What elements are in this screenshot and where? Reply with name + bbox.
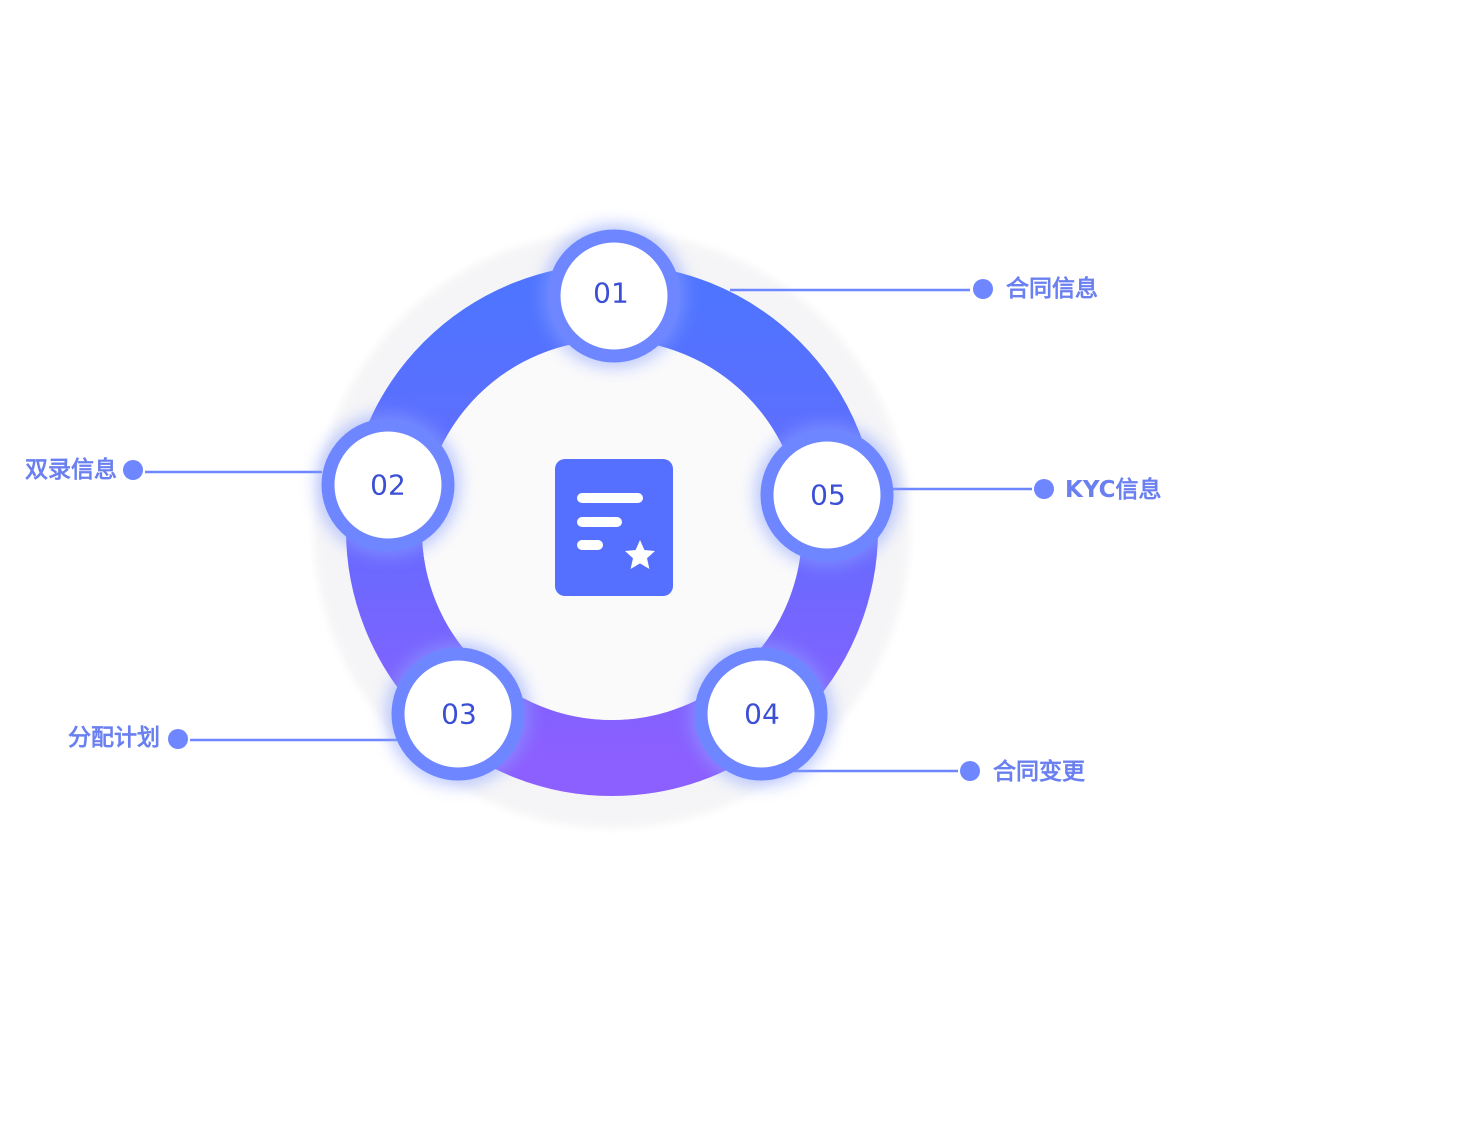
node-02[interactable]: 02 bbox=[316, 413, 460, 557]
document-star-icon bbox=[555, 459, 673, 596]
connector-dot-04 bbox=[960, 761, 980, 781]
connector-dot-02 bbox=[123, 460, 143, 480]
node-03[interactable]: 03 bbox=[386, 642, 530, 786]
node-label-05: KYC信息 bbox=[1065, 476, 1162, 503]
node-number: 04 bbox=[744, 698, 780, 731]
node-04[interactable]: 04 bbox=[689, 642, 833, 786]
node-label-04: 合同变更 bbox=[993, 758, 1086, 785]
node-label-03: 分配计划 bbox=[68, 725, 160, 751]
node-number: 01 bbox=[593, 277, 629, 310]
node-label-01: 合同信息 bbox=[1006, 275, 1098, 302]
connector-lines bbox=[145, 288, 1032, 773]
node-label-02: 双录信息 bbox=[25, 456, 117, 483]
node-number: 03 bbox=[441, 698, 477, 731]
node-01[interactable]: 01 bbox=[542, 224, 686, 368]
connector-dot-05 bbox=[1034, 479, 1054, 499]
connector-dot-01 bbox=[973, 279, 993, 299]
node-number: 02 bbox=[370, 469, 406, 502]
connector-dot-03 bbox=[168, 729, 188, 749]
node-05[interactable]: 05 bbox=[755, 423, 899, 567]
node-number: 05 bbox=[810, 479, 846, 512]
